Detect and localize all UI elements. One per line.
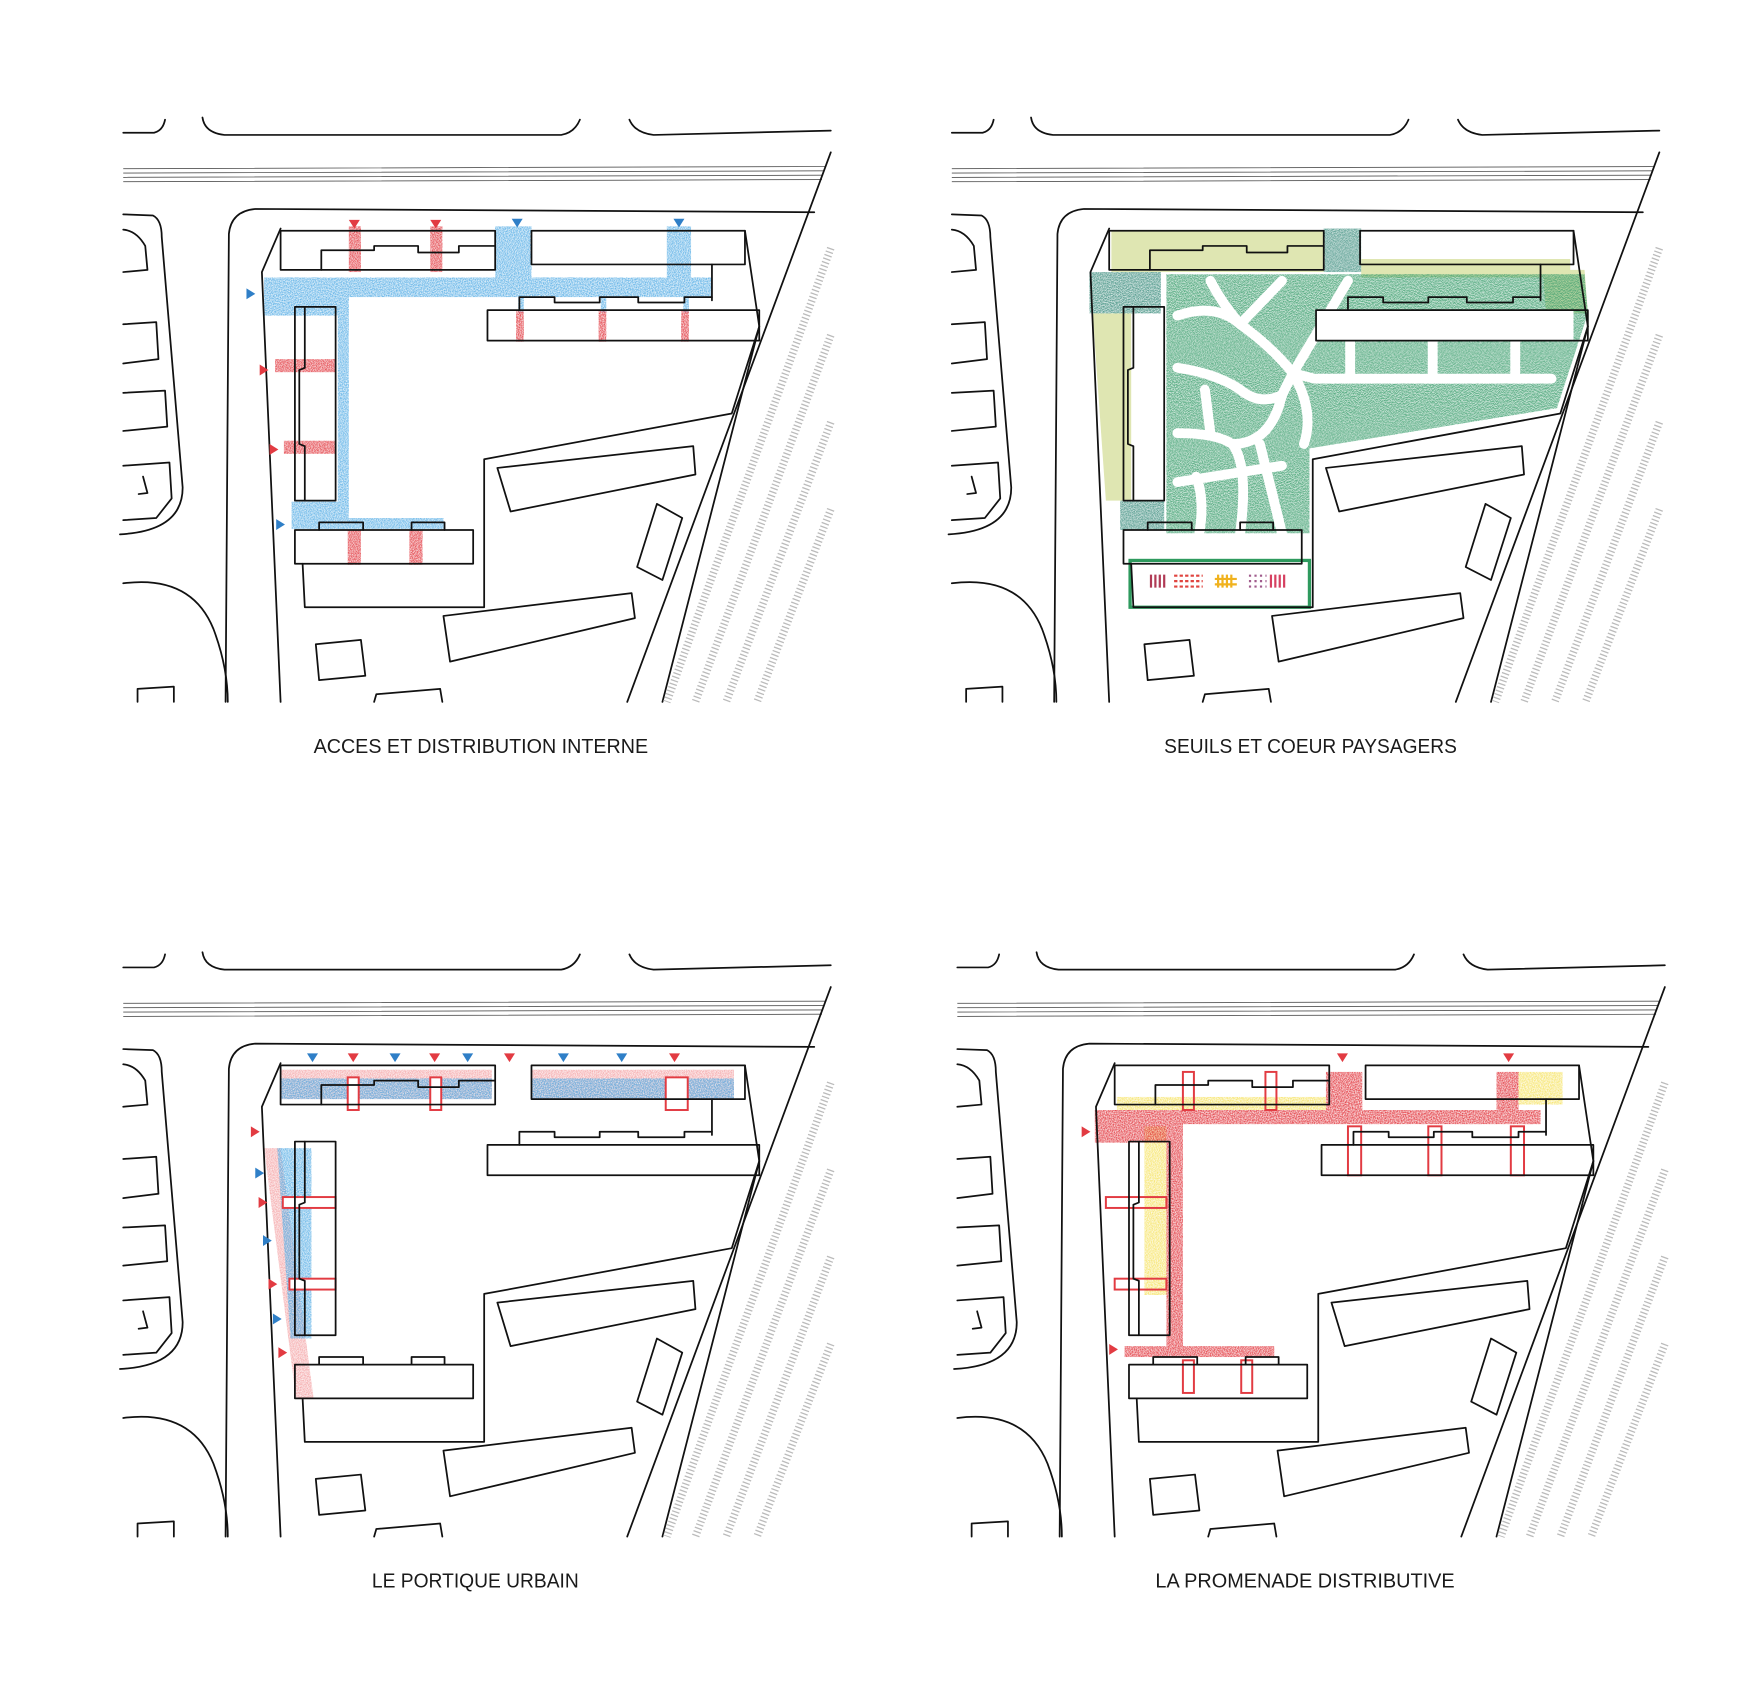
promenade-red bbox=[1094, 1071, 1541, 1358]
entrance-marker-icon bbox=[246, 288, 256, 300]
base-map bbox=[120, 118, 831, 702]
entrance-marker-icon bbox=[389, 1053, 401, 1063]
entrance-marker-icon bbox=[250, 1126, 260, 1138]
panel-seuils-coeur-paysagers bbox=[949, 118, 1660, 702]
panel-acces-distribution bbox=[120, 118, 831, 702]
panel-caption: LA PROMENADE DISTRIBUTIVE bbox=[1155, 1570, 1454, 1593]
entrance-marker-icon bbox=[557, 1053, 569, 1063]
entrance-marker-icon bbox=[616, 1053, 628, 1063]
entrance-marker-icon bbox=[278, 1347, 288, 1359]
entrance-marker-icon bbox=[673, 218, 685, 228]
entrance-marker-icon bbox=[276, 519, 285, 530]
entrance-marker-icon bbox=[1081, 1126, 1091, 1138]
panel-promenade-distributive bbox=[954, 952, 1665, 1536]
portico-pink bbox=[264, 1069, 734, 1399]
entrance-marker-icon bbox=[1336, 1053, 1348, 1063]
vegetable-garden bbox=[1128, 558, 1312, 609]
base-map bbox=[954, 952, 1665, 1536]
panel-portique-urbain bbox=[120, 952, 831, 1536]
entrance-marker-icon bbox=[511, 218, 523, 228]
base-map bbox=[120, 952, 831, 1536]
portico-blue bbox=[277, 1078, 734, 1339]
entrance-marker-icon bbox=[347, 1053, 359, 1063]
entrance-marker-icon bbox=[269, 444, 279, 455]
entrance-marker-icon bbox=[429, 1053, 441, 1063]
entrance-marker-icon bbox=[1109, 1343, 1118, 1355]
entrance-marker-icon bbox=[268, 1278, 278, 1290]
entrance-marker-icon bbox=[669, 1053, 681, 1063]
entrance-marker-icon bbox=[255, 1167, 265, 1179]
entrance-marker-icon bbox=[462, 1053, 474, 1063]
entrance-marker-icon bbox=[307, 1053, 319, 1063]
circulation-blue bbox=[264, 226, 712, 529]
entrance-marker-icon bbox=[1503, 1053, 1515, 1063]
panel-caption: ACCES ET DISTRIBUTION INTERNE bbox=[314, 735, 649, 758]
promenade-yellow bbox=[1116, 1071, 1563, 1295]
entrance-marker-icon bbox=[272, 1313, 282, 1325]
entrance-marker-icon bbox=[503, 1053, 515, 1063]
stair-cores bbox=[281, 1076, 689, 1291]
panel-caption: SEUILS ET COEUR PAYSAGERS bbox=[1164, 735, 1457, 758]
panel-caption: LE PORTIQUE URBAIN bbox=[372, 1570, 579, 1593]
landscaped-courtyard bbox=[1166, 274, 1588, 539]
entrance-markers bbox=[246, 218, 685, 530]
